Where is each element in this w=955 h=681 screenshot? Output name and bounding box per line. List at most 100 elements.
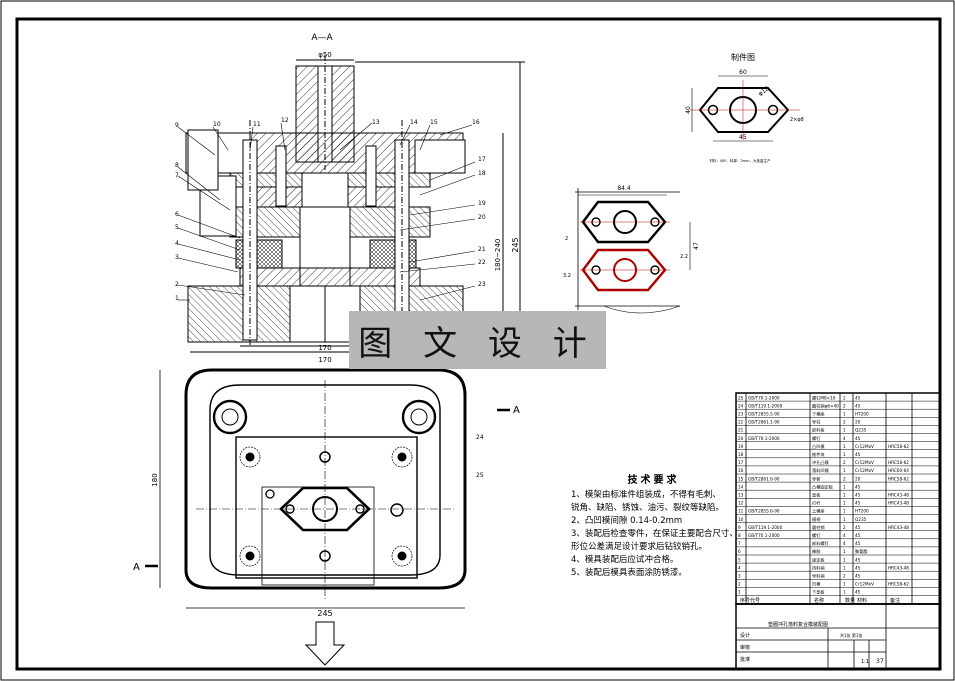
bom-cell: 14	[738, 484, 744, 489]
bom-cell: HRC58-62	[888, 460, 909, 465]
tech-line: 2、凸凹模间隙 0.14-0.2mm	[571, 516, 683, 526]
bom-cell: 13	[738, 493, 744, 498]
bom-cell: Cr12MoV	[855, 468, 874, 473]
bom-cell: 1	[843, 412, 846, 417]
dim-part-width: 60	[739, 69, 747, 76]
bom-cell: HRC43-48	[888, 501, 909, 506]
bom-cell: 推件块	[812, 451, 825, 458]
bom-cell: 2	[843, 525, 846, 530]
bom-cell: GB/T119.1-2000	[748, 525, 783, 530]
bom-cell: 45	[855, 403, 861, 408]
balloon-6: 6	[175, 211, 179, 218]
drawing-approver: 批准	[740, 656, 750, 663]
bom-cell: GB/T2855.6-90	[748, 509, 780, 514]
bom-cell: 2	[738, 582, 741, 587]
bom-cell: HT200	[855, 509, 869, 514]
bom-cell: 导套	[812, 475, 821, 482]
balloon-25: 25	[476, 472, 484, 479]
bom-cell: 45	[855, 436, 861, 441]
balloon-5: 5	[175, 224, 179, 231]
bom-cell: 凹模	[812, 581, 821, 588]
drawing-designer: 设计	[740, 632, 750, 639]
bom-cell: Cr12MoV	[855, 444, 874, 449]
bom-cell: 圆柱销	[812, 524, 825, 531]
watermark: 图 文 设 计	[349, 311, 606, 369]
bom-cell: GB/T2861.6-90	[748, 476, 780, 481]
bom-cell: 45	[855, 493, 861, 498]
bom-cell: 1	[843, 565, 846, 570]
dim-strip-gap: 2	[565, 236, 568, 242]
bom-cell: 1	[843, 549, 846, 554]
bom-cell: 4	[843, 533, 846, 538]
bom-cell: 7	[738, 541, 741, 546]
bom-cell: 24	[738, 403, 744, 408]
bom-cell: 1	[843, 444, 846, 449]
bom-cell: Q235	[855, 517, 867, 522]
bom-header-cell: 备注	[890, 597, 900, 604]
balloon-24: 24	[476, 434, 484, 441]
bom-cell: 垫板	[812, 492, 821, 499]
bom-cell: 2	[843, 460, 846, 465]
bom-cell: 20	[855, 476, 861, 481]
bom-header-cell: 材料	[857, 597, 867, 604]
bom-cell: 固定板	[812, 556, 825, 563]
bom-header-cell: 代号	[750, 597, 760, 604]
bom-cell: 45	[855, 452, 861, 457]
bom-cell: 45	[855, 565, 861, 570]
balloon-9: 9	[175, 122, 179, 129]
balloon-10: 10	[213, 121, 221, 128]
bom-cell: GB/T70.1-2000	[748, 395, 780, 400]
bom-cell: GB/T70.1-2000	[748, 533, 780, 538]
bom-cell: 45	[855, 574, 861, 579]
bom-cell: HRC58-62	[888, 582, 909, 587]
tech-line: 锐角、缺陷、锈蚀、油污、裂纹等缺陷。	[571, 503, 725, 513]
balloon-22: 22	[478, 259, 486, 266]
balloon-20: 20	[478, 214, 486, 221]
bom-cell: 1	[843, 493, 846, 498]
bom-cell: 10	[738, 517, 744, 522]
bom-cell: 25	[738, 395, 744, 400]
bom-cell: 45	[855, 501, 861, 506]
bom-header-cell: 数量	[845, 597, 855, 604]
bom-cell: 4	[843, 436, 846, 441]
inner-border	[15, 17, 942, 671]
bom-cell: 卸料板	[812, 427, 825, 434]
bom-cell: 20	[855, 420, 861, 425]
balloon-18: 18	[478, 170, 486, 177]
bom-cell: 橡胶	[812, 548, 820, 555]
bom-cell: 1	[738, 590, 741, 595]
balloon-12: 12	[281, 117, 289, 124]
section-view	[185, 55, 525, 353]
bom-cell: GB/T2855.5-90	[748, 412, 780, 417]
dim-height-1: 180~240	[494, 239, 502, 272]
bom-cell: Cr12MoV	[855, 582, 874, 587]
bom-cell: 45	[855, 525, 861, 530]
bom-cell: 螺钉M8×16	[812, 394, 836, 401]
bom-cell: HRC58-62	[888, 444, 909, 449]
tech-line: 3、装配后检查零件，在保证主要配合尺寸、	[571, 529, 736, 539]
bom-header-cell: 名称	[814, 597, 824, 604]
bom-cell: 8	[738, 533, 741, 538]
annotations: A—A 制件图 φ50 180~240 245 170 170 180 245 …	[133, 33, 804, 618]
bom-cell: 导料销	[812, 573, 825, 580]
bom-cell: 下模座	[812, 411, 825, 418]
bom-cell: 19	[738, 444, 744, 449]
bom-cell: 2	[843, 476, 846, 481]
tech-title: 技术要求	[627, 475, 680, 486]
bom-cell: 1	[843, 582, 846, 587]
bom-cell: GB/T119.1-2000	[748, 403, 783, 408]
dim-plan-height: 180	[151, 473, 159, 486]
balloon-16: 16	[472, 119, 480, 126]
balloon-4: 4	[175, 240, 179, 247]
bom-cell: 18	[738, 452, 744, 457]
bom-cell: GB/T70.1-2000	[748, 436, 780, 441]
bom-cell: 1	[843, 468, 846, 473]
drawing-no: 37	[876, 658, 884, 665]
dim-base-2: 170	[318, 356, 331, 364]
title-block-text: 垫圈冲孔落料复合模装配图 1:1 37 共1张 第1张 设计 审核 批准	[740, 621, 884, 665]
bom-cell: 落料凹模	[812, 467, 830, 474]
balloon-17: 17	[478, 156, 486, 163]
